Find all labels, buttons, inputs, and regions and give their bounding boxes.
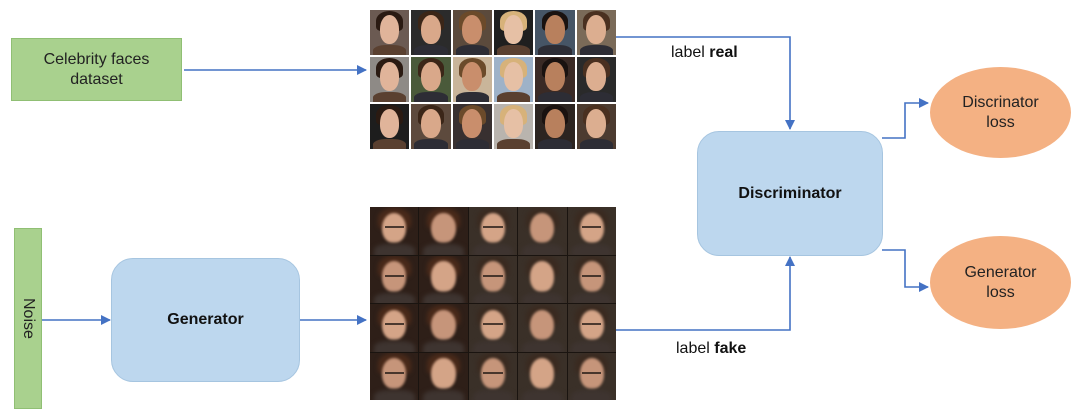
fake-faces-image — [370, 207, 616, 400]
real-face-thumbnail — [452, 10, 492, 55]
discriminator-loss-ellipse: Discrinator loss — [930, 67, 1071, 158]
fake-face-thumbnail — [518, 255, 567, 303]
label-real-prefix: label — [671, 44, 710, 61]
dataset-label-line1: Celebrity faces — [43, 50, 150, 68]
real-face-thumbnail — [370, 57, 410, 102]
real-face-thumbnail — [411, 10, 451, 55]
generator-box: Generator — [111, 258, 300, 382]
fake-face-thumbnail — [419, 304, 468, 352]
label-fake: label fake — [676, 340, 746, 358]
fake-face-thumbnail — [518, 352, 567, 400]
fake-face-thumbnail — [370, 304, 419, 352]
real-face-thumbnail — [535, 57, 575, 102]
label-real-bold: real — [709, 44, 738, 61]
fake-face-thumbnail — [419, 255, 468, 303]
generator-loss-ellipse: Generator loss — [930, 236, 1071, 329]
real-face-thumbnail — [493, 104, 534, 149]
real-face-thumbnail — [370, 104, 410, 149]
arrow-fake-to-discriminator — [616, 256, 795, 331]
noise-box: Noise — [14, 228, 42, 409]
real-face-thumbnail — [411, 57, 451, 102]
fake-face-thumbnail — [468, 304, 518, 352]
noise-label: Noise — [20, 298, 37, 339]
fake-face-thumbnail — [468, 207, 518, 255]
real-face-thumbnail — [370, 10, 410, 55]
fake-face-thumbnail — [567, 304, 616, 352]
gen-loss-line1: Generator — [964, 263, 1037, 281]
real-face-thumbnail — [535, 104, 575, 149]
fake-face-thumbnail — [370, 352, 419, 400]
generator-label: Generator — [167, 311, 244, 328]
real-face-thumbnail — [493, 57, 534, 102]
fake-face-thumbnail — [468, 255, 518, 303]
disc-loss-line1: Discrinator — [962, 93, 1039, 111]
real-face-thumbnail — [493, 10, 534, 55]
real-face-thumbnail — [452, 104, 492, 149]
arrow-real-to-discriminator — [616, 36, 795, 130]
real-face-thumbnail — [576, 10, 616, 55]
real-face-thumbnail — [535, 10, 575, 55]
fake-face-thumbnail — [567, 207, 616, 255]
arrow-discriminator-to-gen-loss — [882, 249, 929, 292]
discriminator-box: Discriminator — [697, 131, 883, 256]
dataset-box: Celebrity faces dataset — [11, 38, 182, 101]
real-face-thumbnail — [576, 104, 616, 149]
fake-face-thumbnail — [370, 255, 419, 303]
fake-face-thumbnail — [468, 352, 518, 400]
gen-loss-line2: loss — [986, 283, 1015, 301]
arrow-discriminator-to-disc-loss — [882, 98, 929, 139]
fake-face-thumbnail — [567, 352, 616, 400]
fake-face-thumbnail — [518, 304, 567, 352]
fake-face-thumbnail — [567, 255, 616, 303]
fake-face-thumbnail — [419, 352, 468, 400]
real-face-thumbnail — [576, 57, 616, 102]
dataset-label-line2: dataset — [70, 70, 123, 88]
discriminator-label: Discriminator — [738, 184, 842, 202]
disc-loss-line2: loss — [986, 113, 1015, 131]
fake-face-thumbnail — [370, 207, 419, 255]
real-face-thumbnail — [452, 57, 492, 102]
label-fake-prefix: label — [676, 340, 715, 357]
real-faces-image — [370, 10, 616, 149]
fake-face-thumbnail — [419, 207, 468, 255]
label-real: label real — [671, 44, 738, 62]
label-fake-bold: fake — [714, 340, 747, 357]
fake-face-thumbnail — [518, 207, 567, 255]
real-face-thumbnail — [411, 104, 451, 149]
